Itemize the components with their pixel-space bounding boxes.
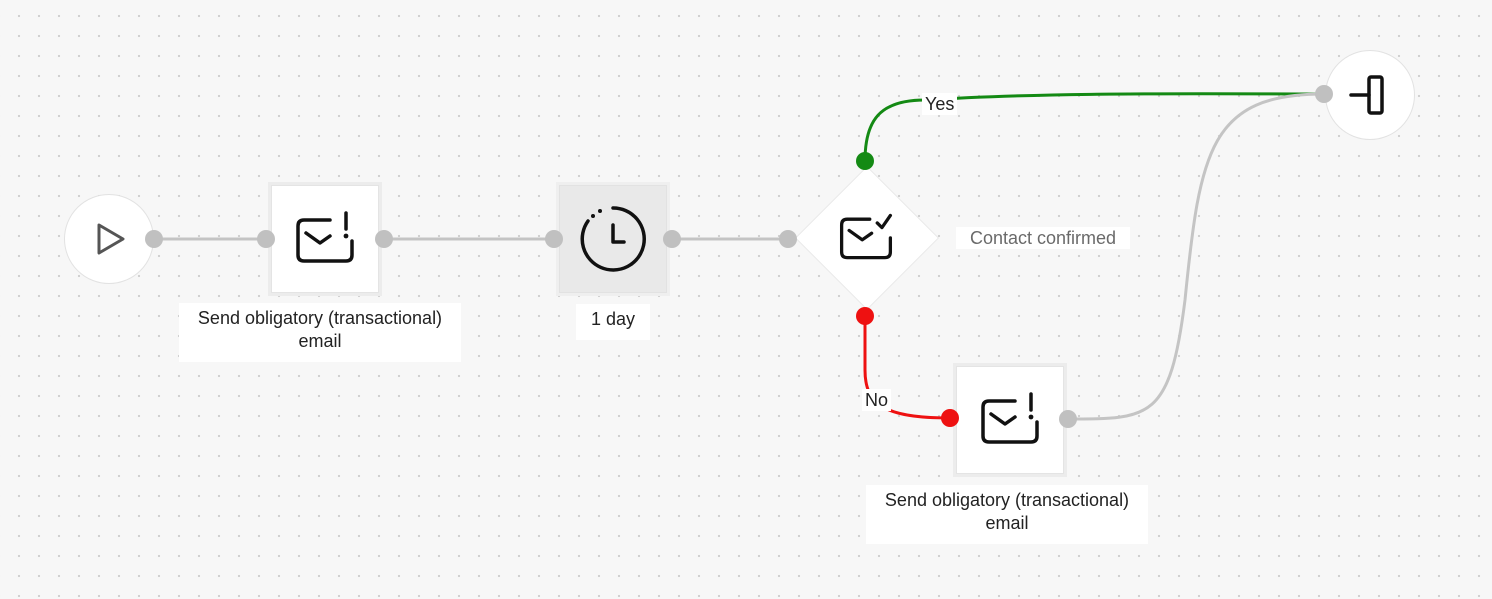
wait-label: 1 day — [576, 304, 650, 340]
clock-icon — [580, 206, 646, 272]
condition-label: Contact confirmed — [956, 227, 1131, 249]
send-email-2-output-port[interactable] — [1059, 410, 1077, 428]
yes-branch-label: Yes — [922, 93, 958, 115]
send-email-label: Send obligatory (transactional) email — [179, 303, 461, 362]
exit-input-port[interactable] — [1315, 85, 1333, 103]
start-output-port[interactable] — [145, 230, 163, 248]
condition-yes-port[interactable] — [856, 152, 874, 170]
send-email-input-port[interactable] — [257, 230, 275, 248]
send-email-2-label-line1: Send obligatory (transactional) — [884, 490, 1130, 510]
send-email-2-label: Send obligatory (transactional) email — [866, 485, 1148, 544]
send-email-output-port[interactable] — [375, 230, 393, 248]
condition-input-port[interactable] — [779, 230, 797, 248]
send-email-label-line1: Send obligatory (transactional) — [197, 308, 443, 328]
wait-output-port[interactable] — [663, 230, 681, 248]
exit-icon — [1349, 75, 1384, 115]
play-icon — [97, 223, 125, 255]
wire-email2-to-exit — [1067, 92, 1325, 421]
send-email-node[interactable] — [271, 185, 379, 293]
mail-alert-icon — [981, 392, 1039, 444]
wire-yes-branch — [863, 92, 1325, 162]
mail-alert-icon — [296, 211, 354, 263]
no-branch-label: No — [862, 389, 892, 411]
send-email-2-label-line2: email — [985, 513, 1029, 533]
wait-node[interactable] — [559, 185, 667, 293]
condition-no-port[interactable] — [856, 307, 874, 325]
condition-icon-wrap — [836, 209, 896, 265]
send-email-node-2[interactable] — [956, 366, 1064, 474]
exit-node[interactable] — [1325, 50, 1415, 140]
wait-input-port[interactable] — [545, 230, 563, 248]
mail-check-icon — [839, 213, 893, 260]
send-email-label-line2: email — [298, 331, 342, 351]
send-email-2-input-port[interactable] — [941, 409, 959, 427]
start-node[interactable] — [64, 194, 154, 284]
